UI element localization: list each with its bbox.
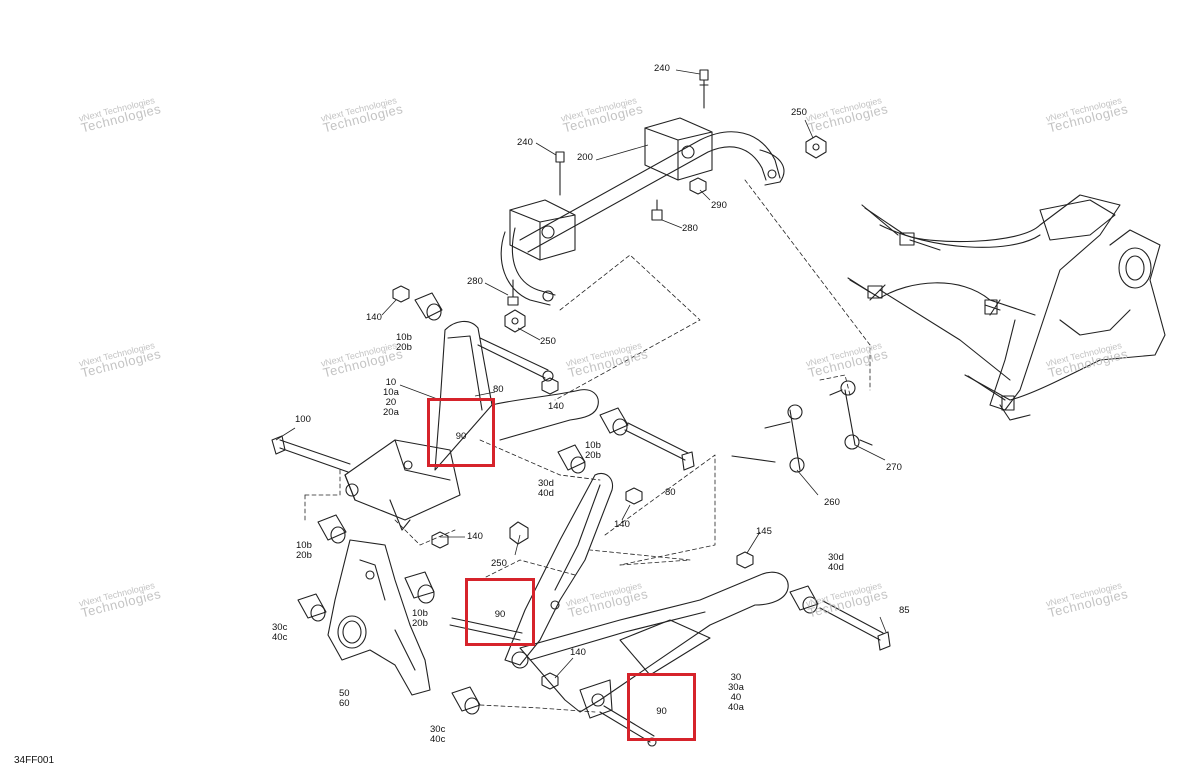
link-260 [731,404,805,473]
callout-250-mid: 250 [491,558,507,569]
highlight-box-90-upper[interactable]: 90 [427,398,495,467]
bolt-90-mid [449,617,523,641]
callout-270: 270 [886,462,902,473]
callout-140-c: 140 [614,519,630,530]
callout-30d-40d-right: 30d 40d [828,552,844,573]
upper-arm [344,320,599,531]
callout-30c-40c-left: 30c 40c [272,622,288,643]
nut-250-left [504,309,526,333]
callout-140-e: 140 [570,647,586,658]
stabilizer-bar [500,131,785,306]
bolt-80-upper [477,337,554,382]
callout-50-60: 50 60 [339,688,350,709]
callout-240-left: 240 [517,137,533,148]
highlight-box-90-bottom[interactable]: 90 [627,673,696,741]
bushing-30d-40d [557,444,586,474]
callout-240-top: 240 [654,63,670,74]
assembly-dashed-lines [304,179,871,713]
callout-280-left: 280 [467,276,483,287]
bolt-240-top [699,69,709,109]
bolt-80-lower [624,422,695,471]
callout-200: 200 [577,152,593,163]
callout-10b-20b-b: 10b 20b [585,440,601,461]
callout-280-center: 280 [682,223,698,234]
callout-260: 260 [824,497,840,508]
bolt-240-left [555,151,565,196]
bolt-100 [271,435,351,473]
bolt-280-center [651,199,663,221]
callout-85: 85 [899,605,910,616]
callout-10-10a-20-20a: 10 10a 20 20a [383,377,399,418]
bushing-10b-20b-top [414,292,443,321]
nut-140-a [392,285,410,303]
callout-10b-20b-c: 10b 20b [296,540,312,561]
nut-145 [736,551,754,569]
nut-250-top [805,135,827,159]
bushing-10b-20b-mid [599,407,629,436]
callout-80-upper: 80 [493,384,504,395]
callout-30-30a-40-40a: 30 30a 40 40a [728,672,744,713]
nut-290 [689,177,707,195]
callout-80-lower: 80 [665,487,676,498]
nut-140-b [541,377,559,395]
callout-140-a: 140 [366,312,382,323]
figure-code: 34FF001 [14,755,55,766]
callout-100: 100 [295,414,311,425]
highlight-label: 90 [656,706,667,717]
highlight-box-90-middle[interactable]: 90 [465,578,535,646]
callout-250-left: 250 [540,336,556,347]
callout-290: 290 [711,200,727,211]
callout-140-b: 140 [548,401,564,412]
lower-arm [511,571,789,719]
nut-140-c [625,487,643,505]
bushing-30c-40c-bottom [451,686,481,715]
knuckle [327,539,431,696]
bar-clamp-left [509,199,576,261]
callout-30c-40c-bottom: 30c 40c [430,724,446,745]
bushing-10b-20b-knuckle [404,571,435,604]
nut-250-mid [509,521,529,545]
bolt-280-left [507,279,519,306]
callout-10b-20b-d: 10b 20b [412,608,428,629]
callout-145: 145 [756,526,772,537]
callout-10b-20b-a: 10b 20b [396,332,412,353]
highlight-label: 90 [455,431,467,442]
bushing-30c-40c-left [297,593,327,622]
callout-30d-40d: 30d 40d [538,478,554,499]
link-270 [829,380,873,450]
callout-140-d: 140 [467,531,483,542]
trailing-arm [504,472,614,666]
bar-clamp-right [644,117,713,181]
leader-lines [275,69,887,679]
callout-250-top: 250 [791,107,807,118]
bolt-85 [819,600,891,651]
assembled-suspension [847,194,1166,421]
highlight-label: 90 [494,609,506,620]
nut-140-d [431,531,449,549]
nut-140-e [541,672,559,690]
bushing-30d-40d-right [789,585,819,614]
bushing-10b-20b-low [317,514,347,544]
